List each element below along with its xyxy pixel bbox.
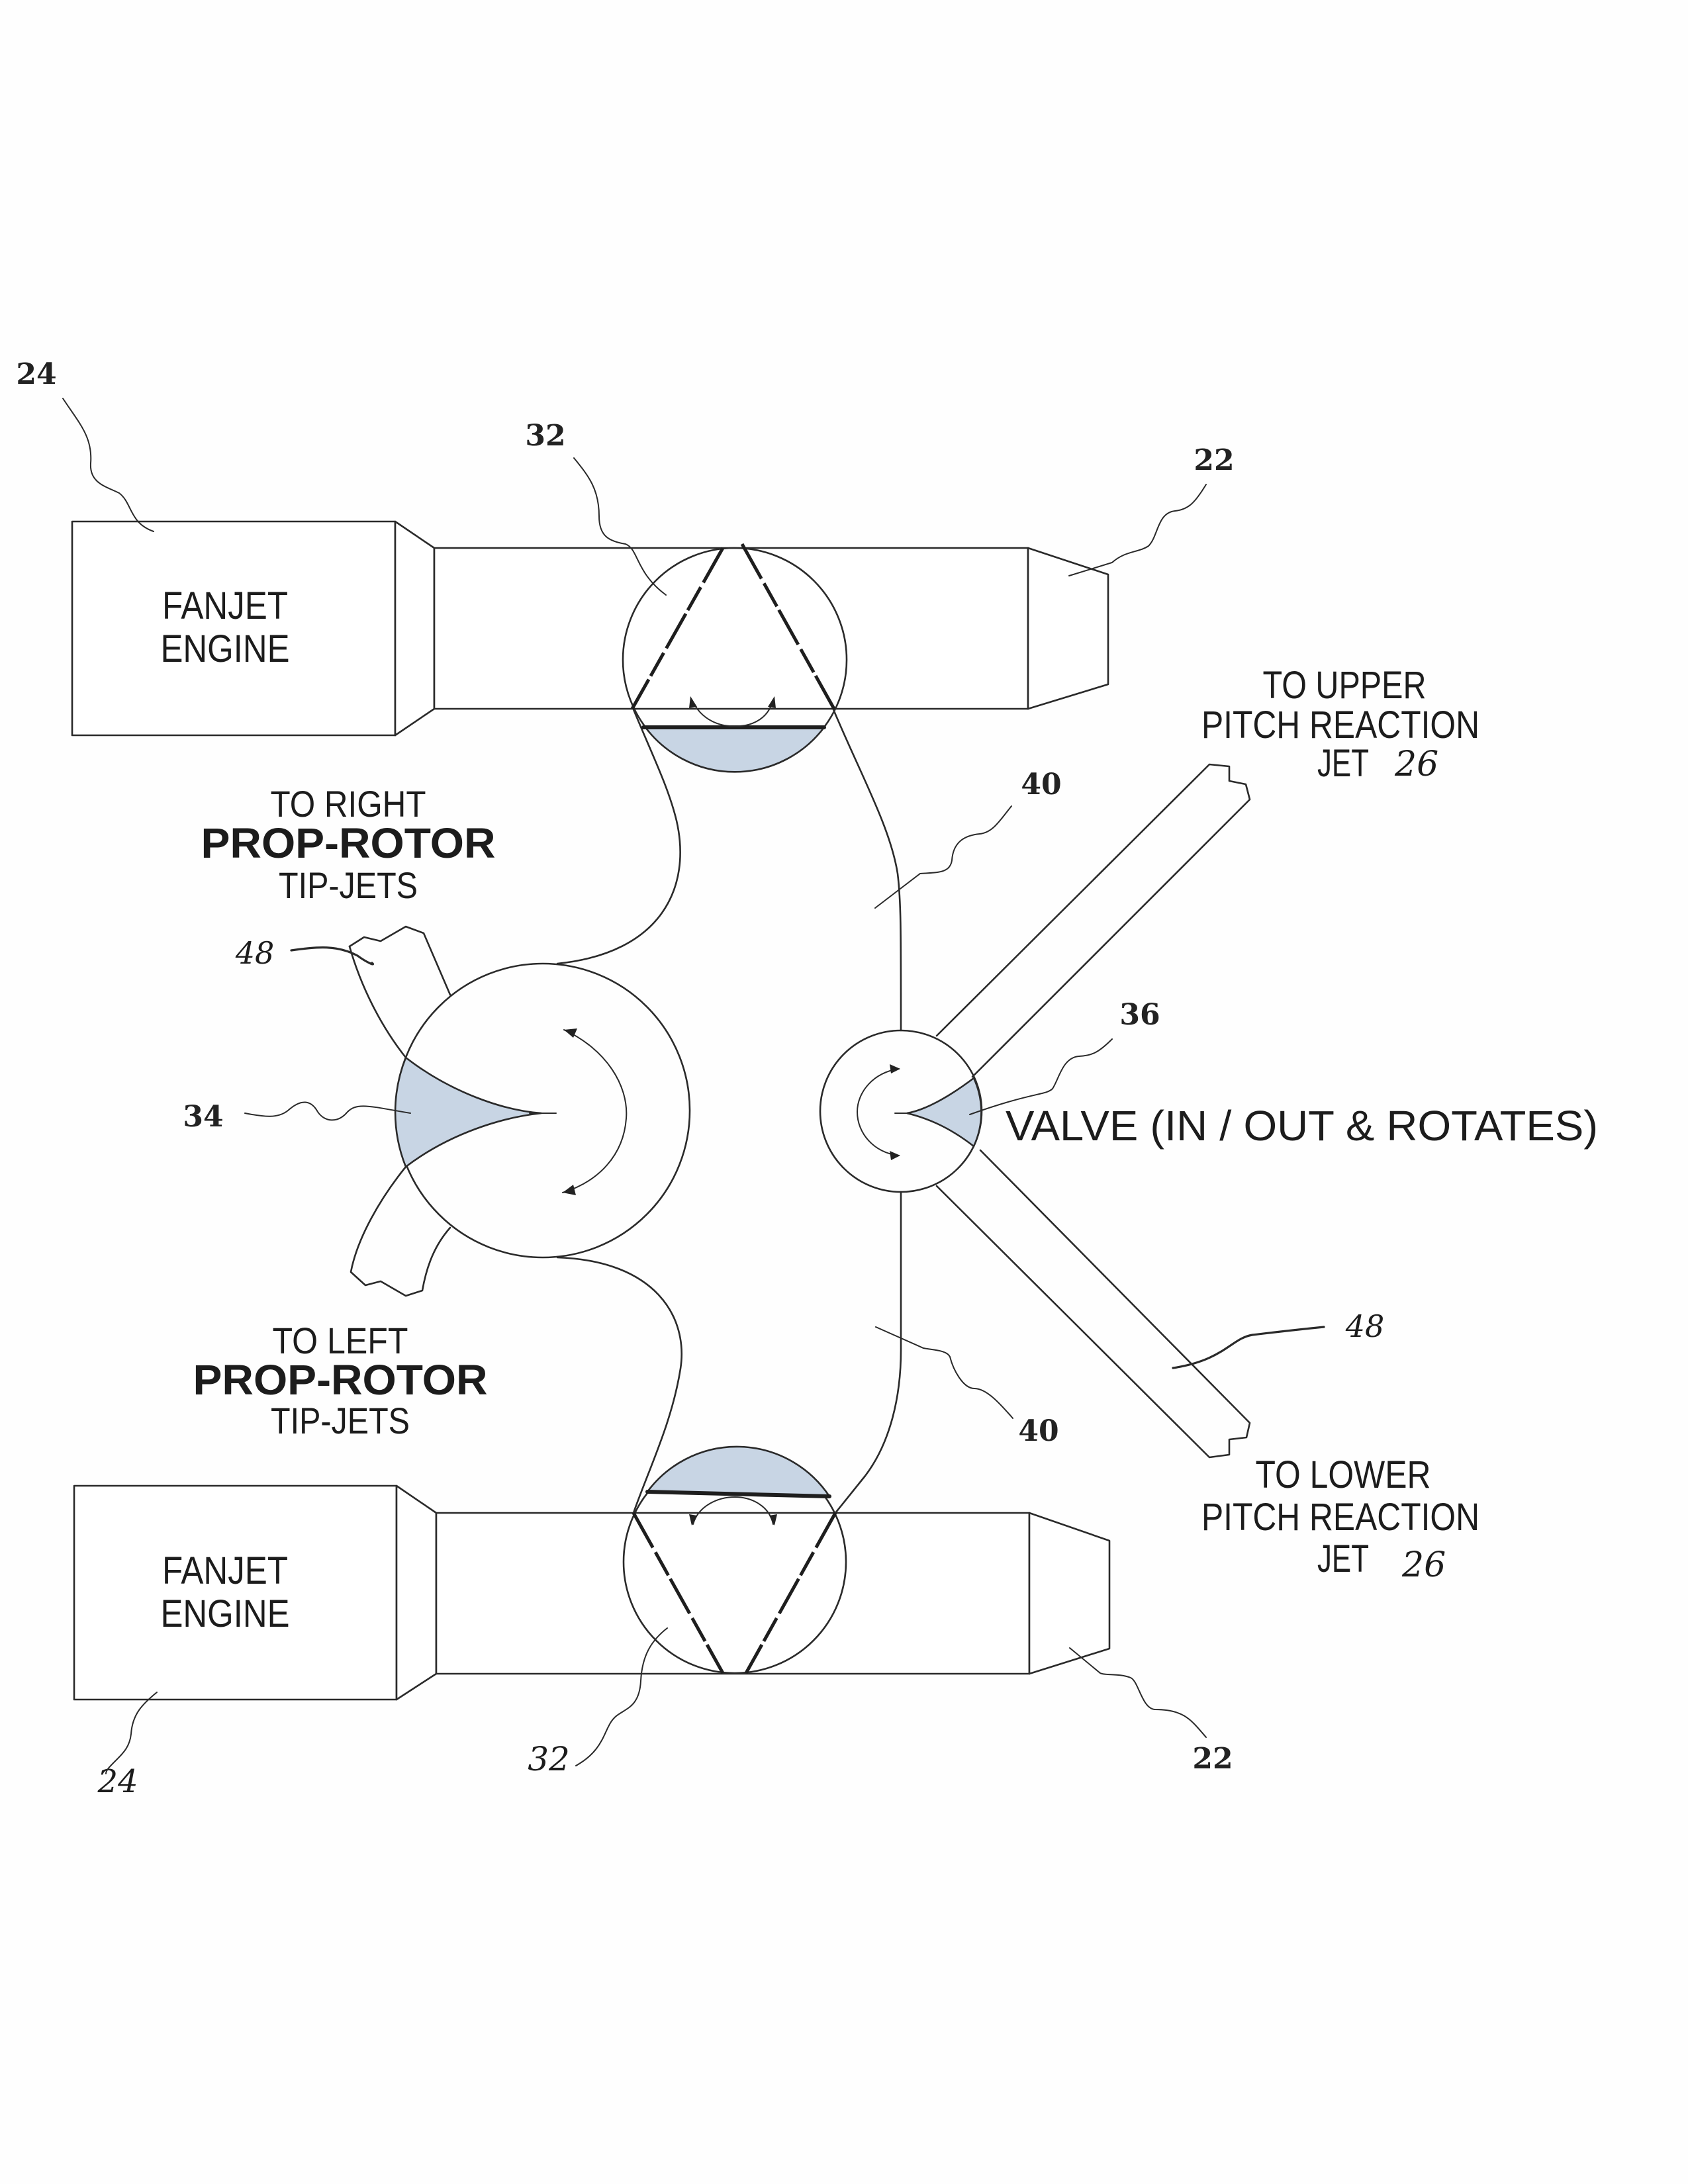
- lower-diverter-32: [622, 1445, 847, 1674]
- pitch-tubes: [935, 763, 1251, 1459]
- leader-34: [244, 1101, 411, 1121]
- upper-pitch-ref-26: 26: [1394, 745, 1438, 784]
- lower-channel-right-wall: [834, 1191, 902, 1514]
- rotor-valve-arrowhead-top-icon: [564, 1028, 577, 1038]
- left-rotor-label: TO LEFT PROP-ROTOR TIP-JETS: [193, 1320, 488, 1441]
- lower-pitch-label-line2: PITCH REACTION: [1201, 1496, 1479, 1539]
- pitch-valve-arrowhead-bottom-icon: [890, 1151, 900, 1160]
- left-rotor-label-line3: TIP-JETS: [271, 1400, 410, 1441]
- lower-fanjet-engine-box: [73, 1484, 398, 1701]
- lower-engine-assembly: FANJET ENGINE: [73, 1484, 1111, 1701]
- right-rotor-label-line2: PROP-ROTOR: [201, 819, 496, 867]
- pitch-valve-36: [819, 1029, 983, 1193]
- left-rotor-label-line2: PROP-ROTOR: [193, 1356, 488, 1404]
- leader-40-lower: [875, 1326, 1013, 1419]
- leader-22-upper: [1068, 484, 1207, 576]
- lower-pitch-ref-26: 26: [1401, 1545, 1446, 1585]
- upper-pitch-label-line3: JET: [1317, 742, 1369, 785]
- lower-engine-taper: [395, 1484, 438, 1701]
- lower-nozzle: [1028, 1512, 1111, 1675]
- upper-diverter-vane-left: [630, 547, 725, 710]
- ref-24-upper: 24: [16, 357, 56, 391]
- upper-engine-taper: [394, 520, 436, 737]
- upper-diverter-32: [622, 543, 848, 773]
- lower-diverter-flap: [645, 1490, 831, 1498]
- leader-32-lower: [575, 1627, 668, 1766]
- right-rotor-label-line1: TO RIGHT: [271, 783, 426, 825]
- valve-description-label: VALVE (IN / OUT & ROTATES): [1006, 1102, 1598, 1150]
- upper-exhaust-duct: [433, 547, 1029, 710]
- upper-diverter-shaded-segment: [643, 726, 826, 773]
- ref-36: 36: [1119, 998, 1160, 1032]
- lower-diverter-shaded-segment: [645, 1445, 831, 1498]
- lower-diverter-arrowhead-left-icon: [689, 1514, 697, 1525]
- lower-pitch-tube: [935, 1149, 1251, 1459]
- upper-diverter-arrowhead-left-icon: [689, 696, 697, 708]
- upper-pitch-label: TO UPPER PITCH REACTION JET 26: [1201, 664, 1479, 785]
- lower-engine-label-line2: ENGINE: [161, 1592, 290, 1635]
- ref-34: 34: [183, 1100, 223, 1134]
- rotor-valve-rotation-arc: [562, 1029, 628, 1193]
- lower-pitch-label-line1: TO LOWER: [1256, 1453, 1431, 1496]
- lower-rotor-tube-stub: [350, 1165, 451, 1297]
- pitch-valve-arrowhead-top-icon: [890, 1064, 900, 1073]
- rotor-valve-34: [394, 962, 691, 1259]
- upper-pitch-label-line1: TO UPPER: [1263, 664, 1427, 707]
- ref-24-lower: 24: [97, 1763, 138, 1800]
- ref-40-lower: 40: [1018, 1414, 1058, 1448]
- lower-diverter-vane-right: [744, 1512, 837, 1674]
- lower-diverter-arrowhead-right-icon: [769, 1514, 777, 1525]
- ref-40-upper: 40: [1021, 768, 1061, 801]
- lower-pitch-label: TO LOWER PITCH REACTION JET 26: [1201, 1453, 1479, 1585]
- upper-nozzle: [1027, 547, 1109, 710]
- reference-numerals: 24 32 22 40 48 34 36 48 40 22 24 32: [16, 357, 1384, 1800]
- upper-engine-label-line2: ENGINE: [161, 627, 290, 670]
- upper-channel-right-wall: [832, 708, 902, 1032]
- channel-40-walls: [556, 708, 902, 1514]
- lower-channel-left-wall: [556, 1256, 682, 1514]
- upper-rotor-tube-outer-edge: [348, 945, 407, 1059]
- upper-engine-label-line1: FANJET: [162, 584, 288, 627]
- leader-36: [969, 1038, 1113, 1115]
- rotor-valve-arrowhead-bottom-icon: [563, 1185, 576, 1195]
- right-rotor-label-line3: TIP-JETS: [279, 864, 418, 906]
- upper-diverter-arrowhead-right-icon: [768, 696, 776, 708]
- upper-fanjet-engine-box: [71, 520, 397, 737]
- lower-pitch-label-line3: JET: [1317, 1537, 1369, 1580]
- pitch-valve-shaded-cusp: [906, 1076, 982, 1148]
- leader-32-upper: [573, 457, 667, 596]
- leader-24-lower: [105, 1692, 158, 1774]
- ref-22-upper: 22: [1194, 443, 1234, 477]
- upper-pitch-label-line2: PITCH REACTION: [1201, 704, 1479, 747]
- ref-32-upper: 32: [525, 419, 565, 453]
- right-rotor-label: TO RIGHT PROP-ROTOR TIP-JETS: [201, 783, 496, 906]
- rotor-tube-stubs: [348, 925, 451, 1297]
- upper-rotor-tube-stub: [348, 925, 451, 996]
- upper-diverter-vane-right: [740, 543, 836, 710]
- upper-engine-assembly: FANJET ENGINE: [71, 520, 1109, 737]
- leader-22-lower: [1069, 1647, 1207, 1738]
- upper-channel-left-wall: [556, 708, 681, 965]
- ref-22-lower: 22: [1192, 1742, 1233, 1776]
- leader-48-rotor-tube: [290, 946, 374, 966]
- lower-diverter-rotation-arc: [692, 1496, 774, 1525]
- lower-engine-label-line1: FANJET: [162, 1549, 288, 1592]
- leader-40-upper: [874, 805, 1012, 909]
- leader-24-upper: [62, 398, 154, 532]
- leader-48-pitch-tube: [1172, 1326, 1325, 1369]
- upper-pitch-tube: [935, 763, 1251, 1078]
- lower-exhaust-duct: [435, 1512, 1031, 1675]
- upper-diverter-rotation-arc: [691, 699, 774, 727]
- ref-32-lower: 32: [528, 1740, 570, 1778]
- ref-48-pitch-tube: 48: [1345, 1308, 1385, 1344]
- rotor-valve-shaded-cusp: [394, 1056, 542, 1169]
- left-rotor-label-line1: TO LEFT: [273, 1320, 408, 1361]
- lower-diverter-vane-left: [632, 1512, 725, 1674]
- pitch-valve-rotation-arc: [856, 1068, 900, 1156]
- ref-48-rotor-tube: 48: [235, 935, 275, 971]
